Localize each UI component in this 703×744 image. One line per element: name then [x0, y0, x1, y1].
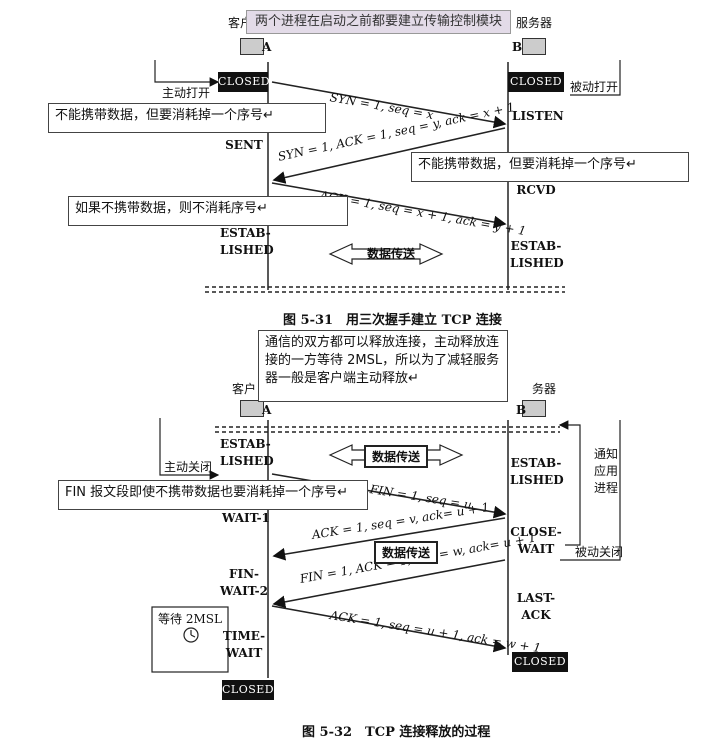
label-a-bottom: A	[262, 403, 272, 417]
state-estab-right-bottom: ESTAB- LISHED	[510, 456, 564, 487]
final-ack-arrow	[271, 605, 507, 653]
state-syn-sent: SENT	[225, 138, 263, 152]
passive-close-arrow	[560, 420, 621, 561]
state-time-wait: TIME- WAIT	[222, 629, 266, 660]
passive-close-label: 被动关闭	[575, 545, 624, 559]
state-fin-wait-2: FIN- WAIT-2	[220, 567, 268, 598]
client-computer-icon-top	[240, 38, 264, 55]
data-transfer-box-1: 数据传送	[364, 445, 429, 468]
client-label-bottom: 客户	[232, 382, 257, 396]
passive-open-label: 被动打开	[570, 80, 619, 94]
ack-arrow-release	[272, 517, 506, 561]
wait-2msl-label: 等待 2MSL	[158, 612, 222, 626]
server-computer-icon-top	[522, 38, 546, 55]
notify-app-label: 通知 应用 进程	[594, 447, 619, 495]
state-estab-left-top: ESTAB- LISHED	[220, 226, 274, 257]
label-a-top: A	[262, 40, 272, 54]
closed-state-server-bottom: CLOSED	[512, 652, 568, 672]
note-syn-ack: 不能携带数据，但要消耗掉一个序号↵	[411, 152, 689, 182]
state-listen: LISTEN	[512, 109, 564, 123]
caption-bottom: 图 5-32 TCP 连接释放的过程	[302, 725, 491, 740]
server-label-bottom: 务器	[532, 382, 557, 396]
active-close-label: 主动关闭	[164, 460, 213, 474]
passive-open-arrow	[570, 60, 621, 96]
note-release: 通信的双方都可以释放连接，主动释放连接的一方等待 2MSL，所以为了减轻服务器一…	[258, 330, 508, 402]
closed-state-server-top: CLOSED	[508, 72, 564, 92]
closed-state-client-top: CLOSED	[218, 72, 270, 92]
client-computer-icon-bottom	[240, 400, 264, 417]
data-transfer-label-top: 数据传送	[367, 247, 416, 261]
active-close-arrow	[159, 418, 220, 480]
wait-2msl-box	[151, 606, 229, 673]
note-ack: 如果不携带数据，则不消耗序号↵	[68, 196, 348, 226]
note-fin: FIN 报文段即使不携带数据也要消耗掉一个序号↵	[58, 480, 368, 510]
clock-icon	[183, 627, 199, 643]
label-b-bottom: B	[516, 403, 527, 417]
server-computer-icon-bottom	[522, 400, 546, 417]
ack-arrow	[271, 182, 507, 229]
data-transfer-box-2: 数据传送	[374, 541, 439, 564]
closed-state-client-bottom: CLOSED	[222, 680, 274, 700]
notify-app-arrow	[558, 420, 581, 546]
syn-arrow	[271, 81, 507, 129]
syn-ack-arrow	[272, 127, 506, 184]
data-transfer-arrow-top	[328, 243, 444, 265]
server-label-top: 服务器	[516, 16, 553, 30]
caption-top: 图 5-31 用三次握手建立 TCP 连接	[283, 313, 502, 328]
note-syn: 不能携带数据，但要消耗掉一个序号↵	[48, 103, 326, 133]
state-fin-wait-1: WAIT-1	[222, 511, 270, 525]
state-estab-right-top: ESTAB- LISHED	[510, 239, 564, 270]
active-open-label: 主动打开	[162, 86, 211, 100]
state-close-wait: CLOSE- WAIT	[510, 525, 562, 556]
state-syn-rcvd: RCVD	[516, 183, 556, 197]
state-estab-left-bottom: ESTAB- LISHED	[220, 437, 274, 468]
state-last-ack: LAST- ACK	[516, 591, 556, 622]
title-note: 两个进程在启动之前都要建立传输控制模块	[246, 10, 512, 34]
active-open-arrow	[154, 60, 220, 87]
label-b-top: B	[512, 40, 523, 54]
fin-ack-arrow	[272, 559, 506, 609]
